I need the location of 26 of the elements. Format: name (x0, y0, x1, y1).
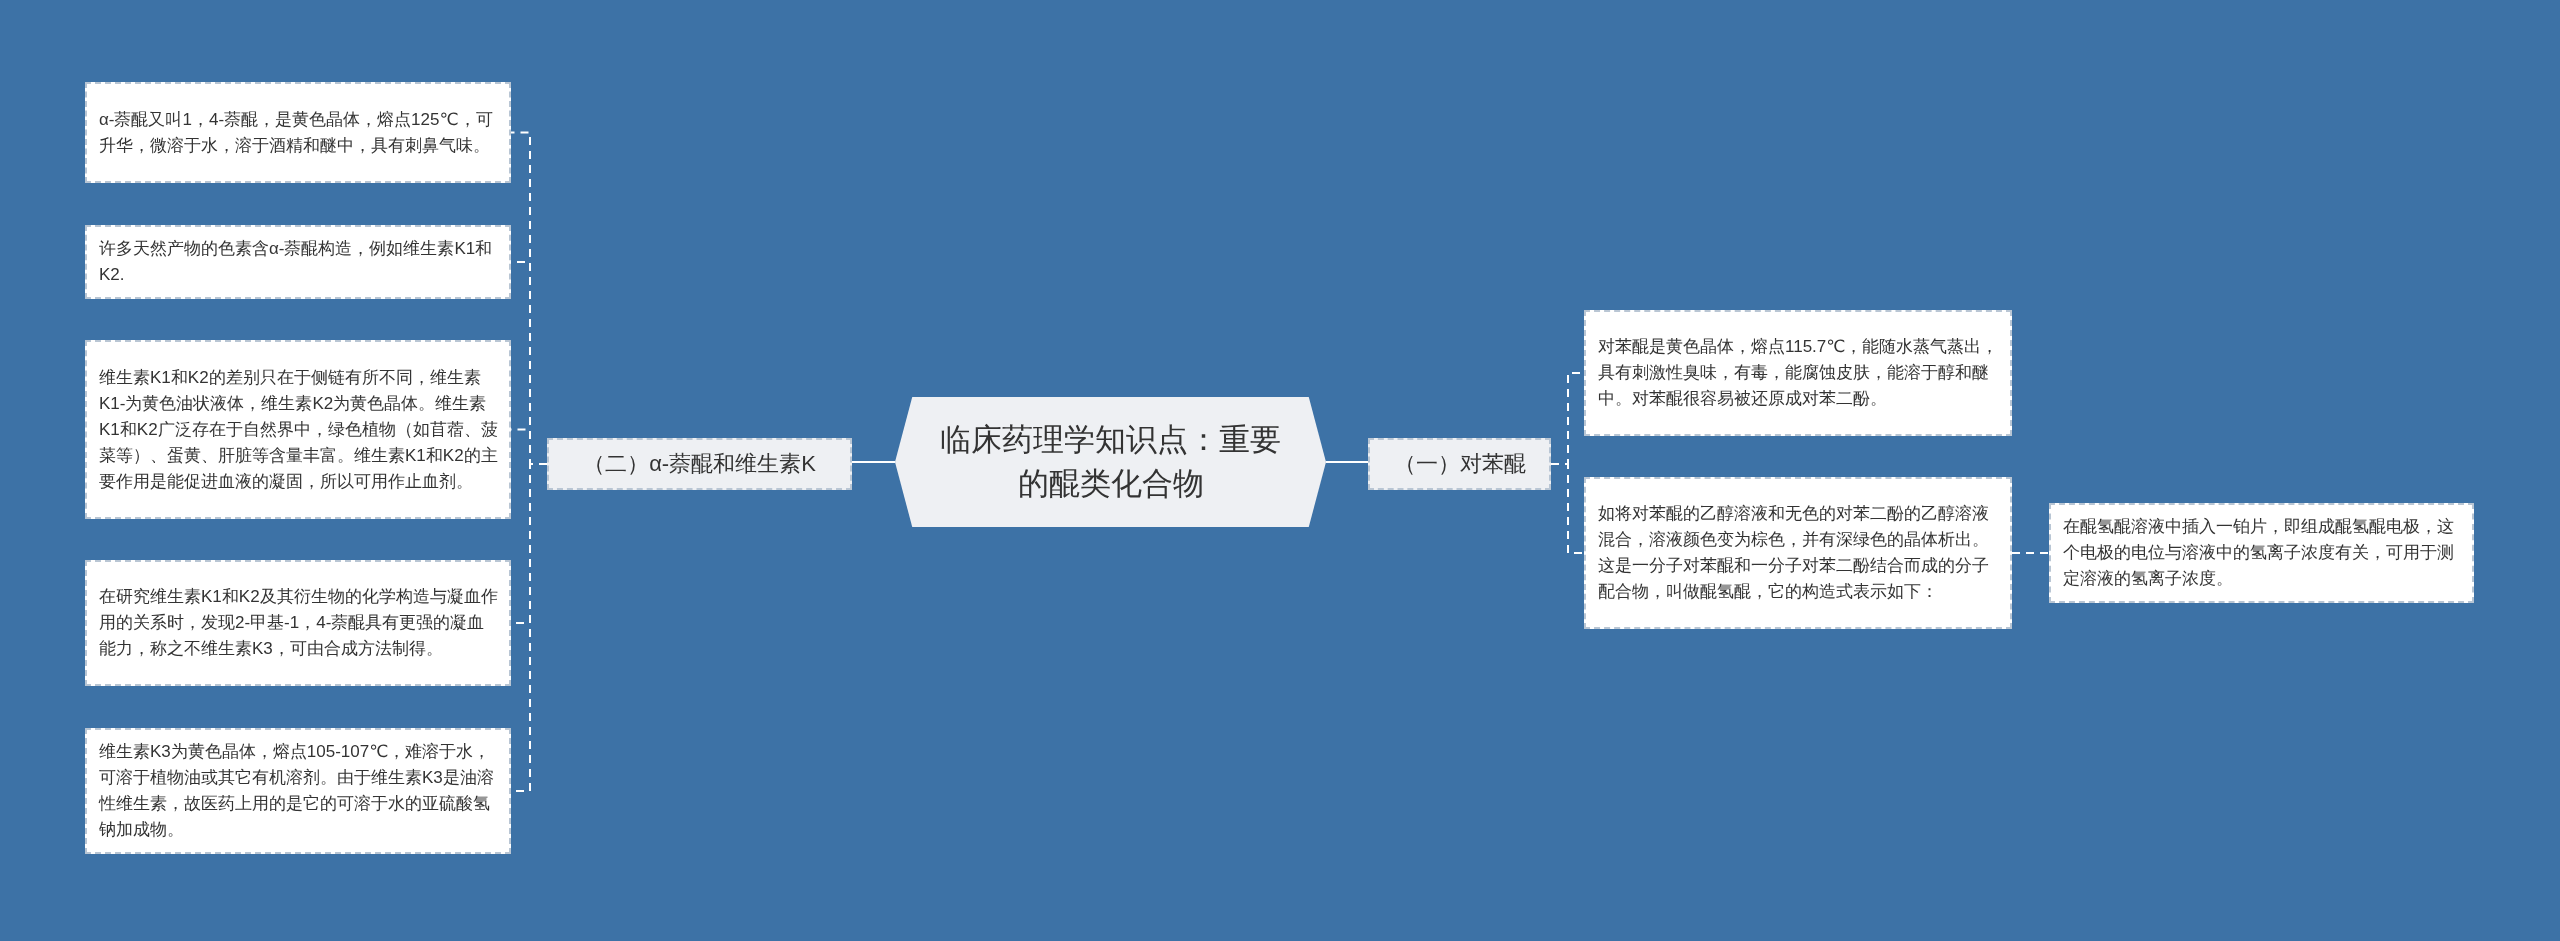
node-text: 对苯醌是黄色晶体，熔点115.7℃，能随水蒸气蒸出，具有刺激性臭味，有毒，能腐蚀皮肤，能溶于醇和醚中。对苯醌很容易被还原成对苯二酚。 (1598, 336, 2000, 410)
note-box (85, 82, 511, 183)
connector-line (1550, 463, 1585, 554)
node-text: 如将对苯醌的乙醇溶液和无色的对苯二酚的乙醇溶液混合，溶液颜色变为棕色，并有深绿色的晶体析出。这是一分子对苯醌和一分子对苯二酚结合而成的分子配合物，叫做醌氢醌，它的构造式表示如下： (1598, 503, 1990, 603)
node-text: （一）对苯醌 (1393, 450, 1526, 478)
node-text: 在研究维生素K1和K2及其衍生物的化学构造与凝血作用的关系时，发现2-甲基-1，4-萘醌具有更强的凝血能力，称之不维生素K3，可由合成方法制得。 (99, 586, 499, 660)
connector-line (2011, 552, 2050, 554)
branch-topic-box (547, 438, 852, 490)
note-box (85, 340, 511, 519)
note-box (85, 728, 511, 854)
branch-topic-box (1368, 438, 1551, 490)
note-box (2049, 503, 2474, 603)
note-box (85, 560, 511, 686)
node-text: 在醌氢醌溶液中插入一铂片，即组成醌氢醌电极，这个电极的电位与溶液中的氢离子浓度有关，可用于测定溶液的氢离子浓度。 (2063, 516, 2455, 590)
node-text: 许多天然产物的色素含α-萘醌构造，例如维生素K1和K2. (99, 238, 494, 286)
node-text: α-萘醌又叫1，4-萘醌，是黄色晶体，熔点125℃，可升华，微溶于水，溶于酒精和醚中，具有刺鼻气味。 (99, 108, 494, 157)
note-box (85, 225, 511, 299)
node-text: 维生素K3为黄色晶体，熔点105-107℃，难溶于水，可溶于植物油或其它有机溶剂。由于维生素K3是油溶性维生素，故医药上用的是它的可溶于水的亚硫酸氢钠加成物。 (99, 741, 495, 841)
note-box (1584, 310, 2012, 436)
node-text: 维生素K1和K2的差别只在于侧链有所不同，维生素K1-为黄色油状液体，维生素K2为黄色晶体。维生素K1和K2广泛存在于自然界中，绿色植物（如苜蓿、菠菜等）、蛋黄、肝脏等含量丰富。维生素K1和K2的主要作用是能促进血液的凝固，所以可用作止血剂。 (99, 366, 499, 493)
node-text: （二）α-萘醌和维生素K (583, 450, 816, 478)
note-box (1584, 477, 2012, 629)
central-topic-hexagon (895, 397, 1326, 527)
title-text: 临床药理学知识点：重要的醌类化合物 (939, 421, 1282, 503)
connector-line (851, 461, 896, 463)
connector-line (1325, 461, 1369, 463)
